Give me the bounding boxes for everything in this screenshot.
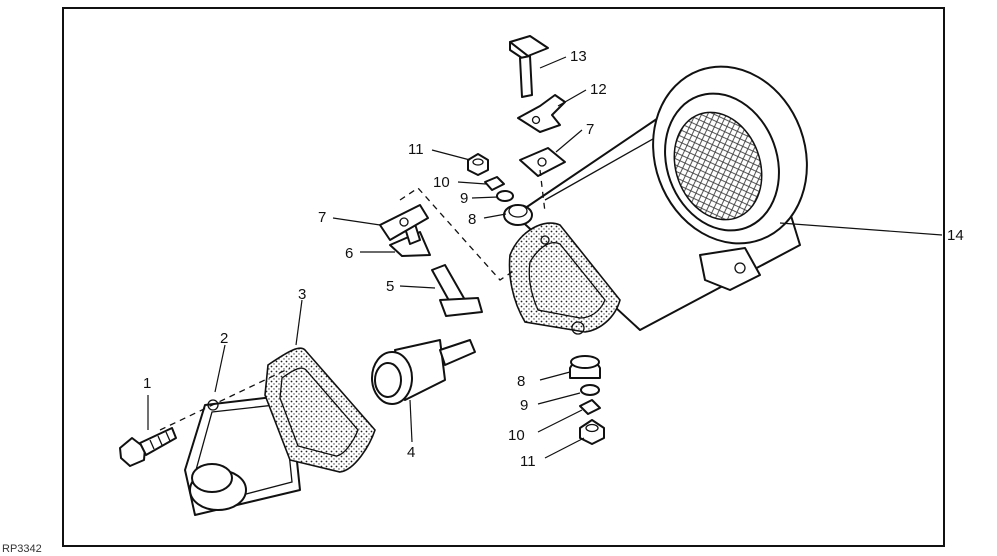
callout-14: 14 (947, 227, 964, 244)
callout-11-lower: 11 (520, 453, 536, 470)
callout-8-lower: 8 (517, 373, 525, 390)
callout-10-lower: 10 (508, 427, 525, 444)
callout-13: 13 (570, 48, 587, 65)
tbolt-part-13 (509, 35, 549, 98)
dashed-assembly-line-stud (539, 169, 546, 213)
armature-part-4 (371, 339, 476, 405)
callout-7-upper: 7 (586, 121, 594, 138)
gasket-part-3 (264, 347, 376, 473)
diagram-border (62, 7, 945, 547)
plate-part-7-upper (519, 147, 566, 177)
stud-part-5 (431, 264, 483, 317)
housing-part-14 (508, 65, 808, 335)
bushing-part-8-lower (569, 355, 601, 379)
plate-part-7-lower (379, 204, 429, 241)
lockwasher-part-10-upper (484, 176, 505, 191)
callout-4: 4 (407, 444, 415, 461)
callout-3: 3 (298, 286, 306, 303)
callout-1: 1 (143, 375, 151, 392)
callout-9-lower: 9 (520, 397, 528, 414)
callout-7-lower: 7 (318, 209, 326, 226)
bushing-part-8-upper (503, 204, 533, 226)
washer-part-9-upper (496, 190, 514, 202)
washer-part-9-lower (580, 384, 600, 396)
nut-part-11-upper (467, 153, 489, 176)
callout-2: 2 (220, 330, 228, 347)
callout-6: 6 (345, 245, 353, 262)
callout-8-upper: 8 (468, 211, 476, 228)
leader-lines (147, 56, 943, 459)
callout-9-upper: 9 (460, 190, 468, 207)
clamp-part-12 (517, 94, 566, 133)
bolt-part-1 (119, 427, 177, 467)
callout-5: 5 (386, 278, 394, 295)
callout-12: 12 (590, 81, 607, 98)
nut-part-11-lower (579, 419, 605, 445)
callout-10-upper: 10 (433, 174, 450, 191)
callout-11-upper: 11 (408, 141, 424, 158)
figure-code: RP3342 (2, 543, 42, 555)
lockwasher-part-10-lower (579, 399, 601, 415)
dashed-assembly-line-cover (159, 367, 291, 431)
end-cover-part-2 (184, 394, 301, 516)
